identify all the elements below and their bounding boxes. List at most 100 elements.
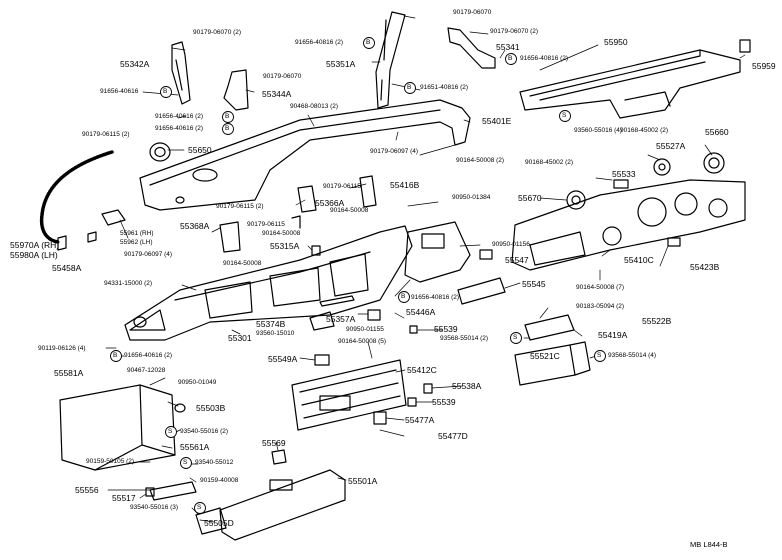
bracket-55351A <box>375 11 406 109</box>
symbol-b: B <box>113 352 118 359</box>
label-90159-40008: 90159-40008 <box>200 477 239 484</box>
center-cluster <box>404 221 506 305</box>
label-55547: 55547 <box>505 255 529 265</box>
label-93568-55014-2: 93568-55014 (2) <box>440 335 489 342</box>
symbol-b: B <box>163 88 168 95</box>
symbol-b: B <box>401 293 406 300</box>
label-55538A: 55538A <box>452 381 482 391</box>
symbol-b: B <box>225 125 230 132</box>
label-90179-06115-2: 90179-06115 (2) <box>216 203 264 210</box>
glove-box-door-55501A <box>219 469 346 541</box>
bracket-55416B <box>359 175 377 208</box>
label-55344A: 55344A <box>262 89 292 99</box>
bracket-55366A <box>291 185 317 229</box>
part-55533 <box>613 179 629 189</box>
label-55533: 55533 <box>612 169 636 179</box>
speaker-55650 <box>149 142 171 162</box>
instrument-panel-55301 <box>124 225 413 341</box>
label-90164-50008: 90164-50008 <box>223 260 262 267</box>
label-90468-08013-2: 90468-08013 (2) <box>290 103 339 110</box>
clip-55458A <box>87 231 97 243</box>
label-90179-06115: 90179-06115 <box>323 183 361 190</box>
part-55423B <box>667 237 681 247</box>
part-55374B <box>309 311 335 331</box>
label-55446A: 55446A <box>406 307 436 317</box>
label-55961-rh: 55961 (RH) <box>120 230 154 237</box>
label-55545: 55545 <box>522 279 546 289</box>
label-90179-06070: 90179-06070 <box>263 73 302 80</box>
label-90183-05094-2: 90183-05094 (2) <box>576 303 625 310</box>
label-90950-01155: 90950-01155 <box>346 326 384 333</box>
label-55505D: 55505D <box>204 518 234 528</box>
bar-55357A <box>319 295 355 307</box>
gauge-55527A <box>653 158 671 176</box>
label-55539: 55539 <box>432 397 456 407</box>
label-55374B: 55374B <box>256 319 286 329</box>
symbol-s: S <box>183 459 188 466</box>
label-90164-50008-2: 90164-50008 (2) <box>456 157 505 164</box>
label-55503B: 55503B <box>196 403 226 413</box>
label-90950-01384: 90950-01384 <box>452 194 491 201</box>
label-55477D: 55477D <box>438 431 468 441</box>
label-93568-55014-4: 93568-55014 (4) <box>608 352 657 359</box>
label-55962-lh: 55962 (LH) <box>120 239 153 246</box>
label-55423B: 55423B <box>690 262 720 272</box>
label-55301: 55301 <box>228 333 252 343</box>
label-90168-45002-2: 90168-45002 (2) <box>525 159 574 166</box>
label-91656-40816-2: 91656-40816 (2) <box>520 55 569 62</box>
bracket-55341 <box>447 27 496 69</box>
part-55547 <box>479 249 493 260</box>
label-91656-40816-2: 91656-40816 (2) <box>411 294 460 301</box>
label-55527A: 55527A <box>656 141 686 151</box>
part-55503B <box>174 403 186 413</box>
label-55521C: 55521C <box>530 351 560 361</box>
diagram-code: MB L844-B <box>690 540 728 549</box>
label-55341: 55341 <box>496 42 520 52</box>
latch-55569 <box>271 449 287 465</box>
label-90179-06115-2: 90179-06115 (2) <box>82 131 130 138</box>
label-55351A: 55351A <box>326 59 356 69</box>
hose-55970A <box>39 150 114 251</box>
label-90159-50105-2: 90159-50105 (2) <box>86 458 135 465</box>
meter-hood-55410C <box>511 179 746 271</box>
symbol-b: B <box>225 113 230 120</box>
part-55517 <box>145 487 155 497</box>
defroster-nozzle-55950 <box>519 49 741 119</box>
symbol-s: S <box>513 334 518 341</box>
label-94331-15000-2: 94331-15000 (2) <box>104 280 153 287</box>
symbol-b: B <box>366 39 371 46</box>
label-55569: 55569 <box>262 438 286 448</box>
label-55501A: 55501A <box>348 476 378 486</box>
symbol-s: S <box>597 352 602 359</box>
label-55539: 55539 <box>434 324 458 334</box>
part-55539-upper <box>409 325 418 334</box>
glove-box-55581A <box>59 384 176 471</box>
bracket-55368A <box>219 221 241 253</box>
label-55357A: 55357A <box>326 314 356 324</box>
label-55950: 55950 <box>604 37 628 47</box>
label-55368A: 55368A <box>180 221 210 231</box>
symbol-b: B <box>508 55 513 62</box>
label-55549A: 55549A <box>268 354 298 364</box>
label-91656-40616: 91656-40616 <box>100 88 139 95</box>
symbol-s: S <box>197 504 202 511</box>
part-55539-lower <box>407 397 417 407</box>
label-91656-40616-2: 91656-40616 (2) <box>124 352 173 359</box>
label-93540-55016-2: 93540-55016 (2) <box>180 428 229 435</box>
label-55366A: 55366A <box>315 198 345 208</box>
label-90119-06126-4: 90119-06126 (4) <box>38 345 86 352</box>
label-90168-45002-2: 90168-45002 (2) <box>620 127 669 134</box>
clip-55959 <box>739 39 751 53</box>
label-90179-06070: 90179-06070 <box>453 9 492 16</box>
label-55412C: 55412C <box>407 365 437 375</box>
label-55556: 55556 <box>75 485 99 495</box>
symbol-b: B <box>407 84 412 91</box>
label-93560-55016-4: 93560-55016 (4) <box>574 127 623 134</box>
clock-55670 <box>566 190 586 210</box>
leader-lines <box>105 15 746 523</box>
label-90164-50008: 90164-50008 <box>330 207 369 214</box>
label-55416B: 55416B <box>390 180 420 190</box>
label-55581A: 55581A <box>54 368 84 378</box>
label-90950-01156: 90950-01156 <box>492 241 530 248</box>
